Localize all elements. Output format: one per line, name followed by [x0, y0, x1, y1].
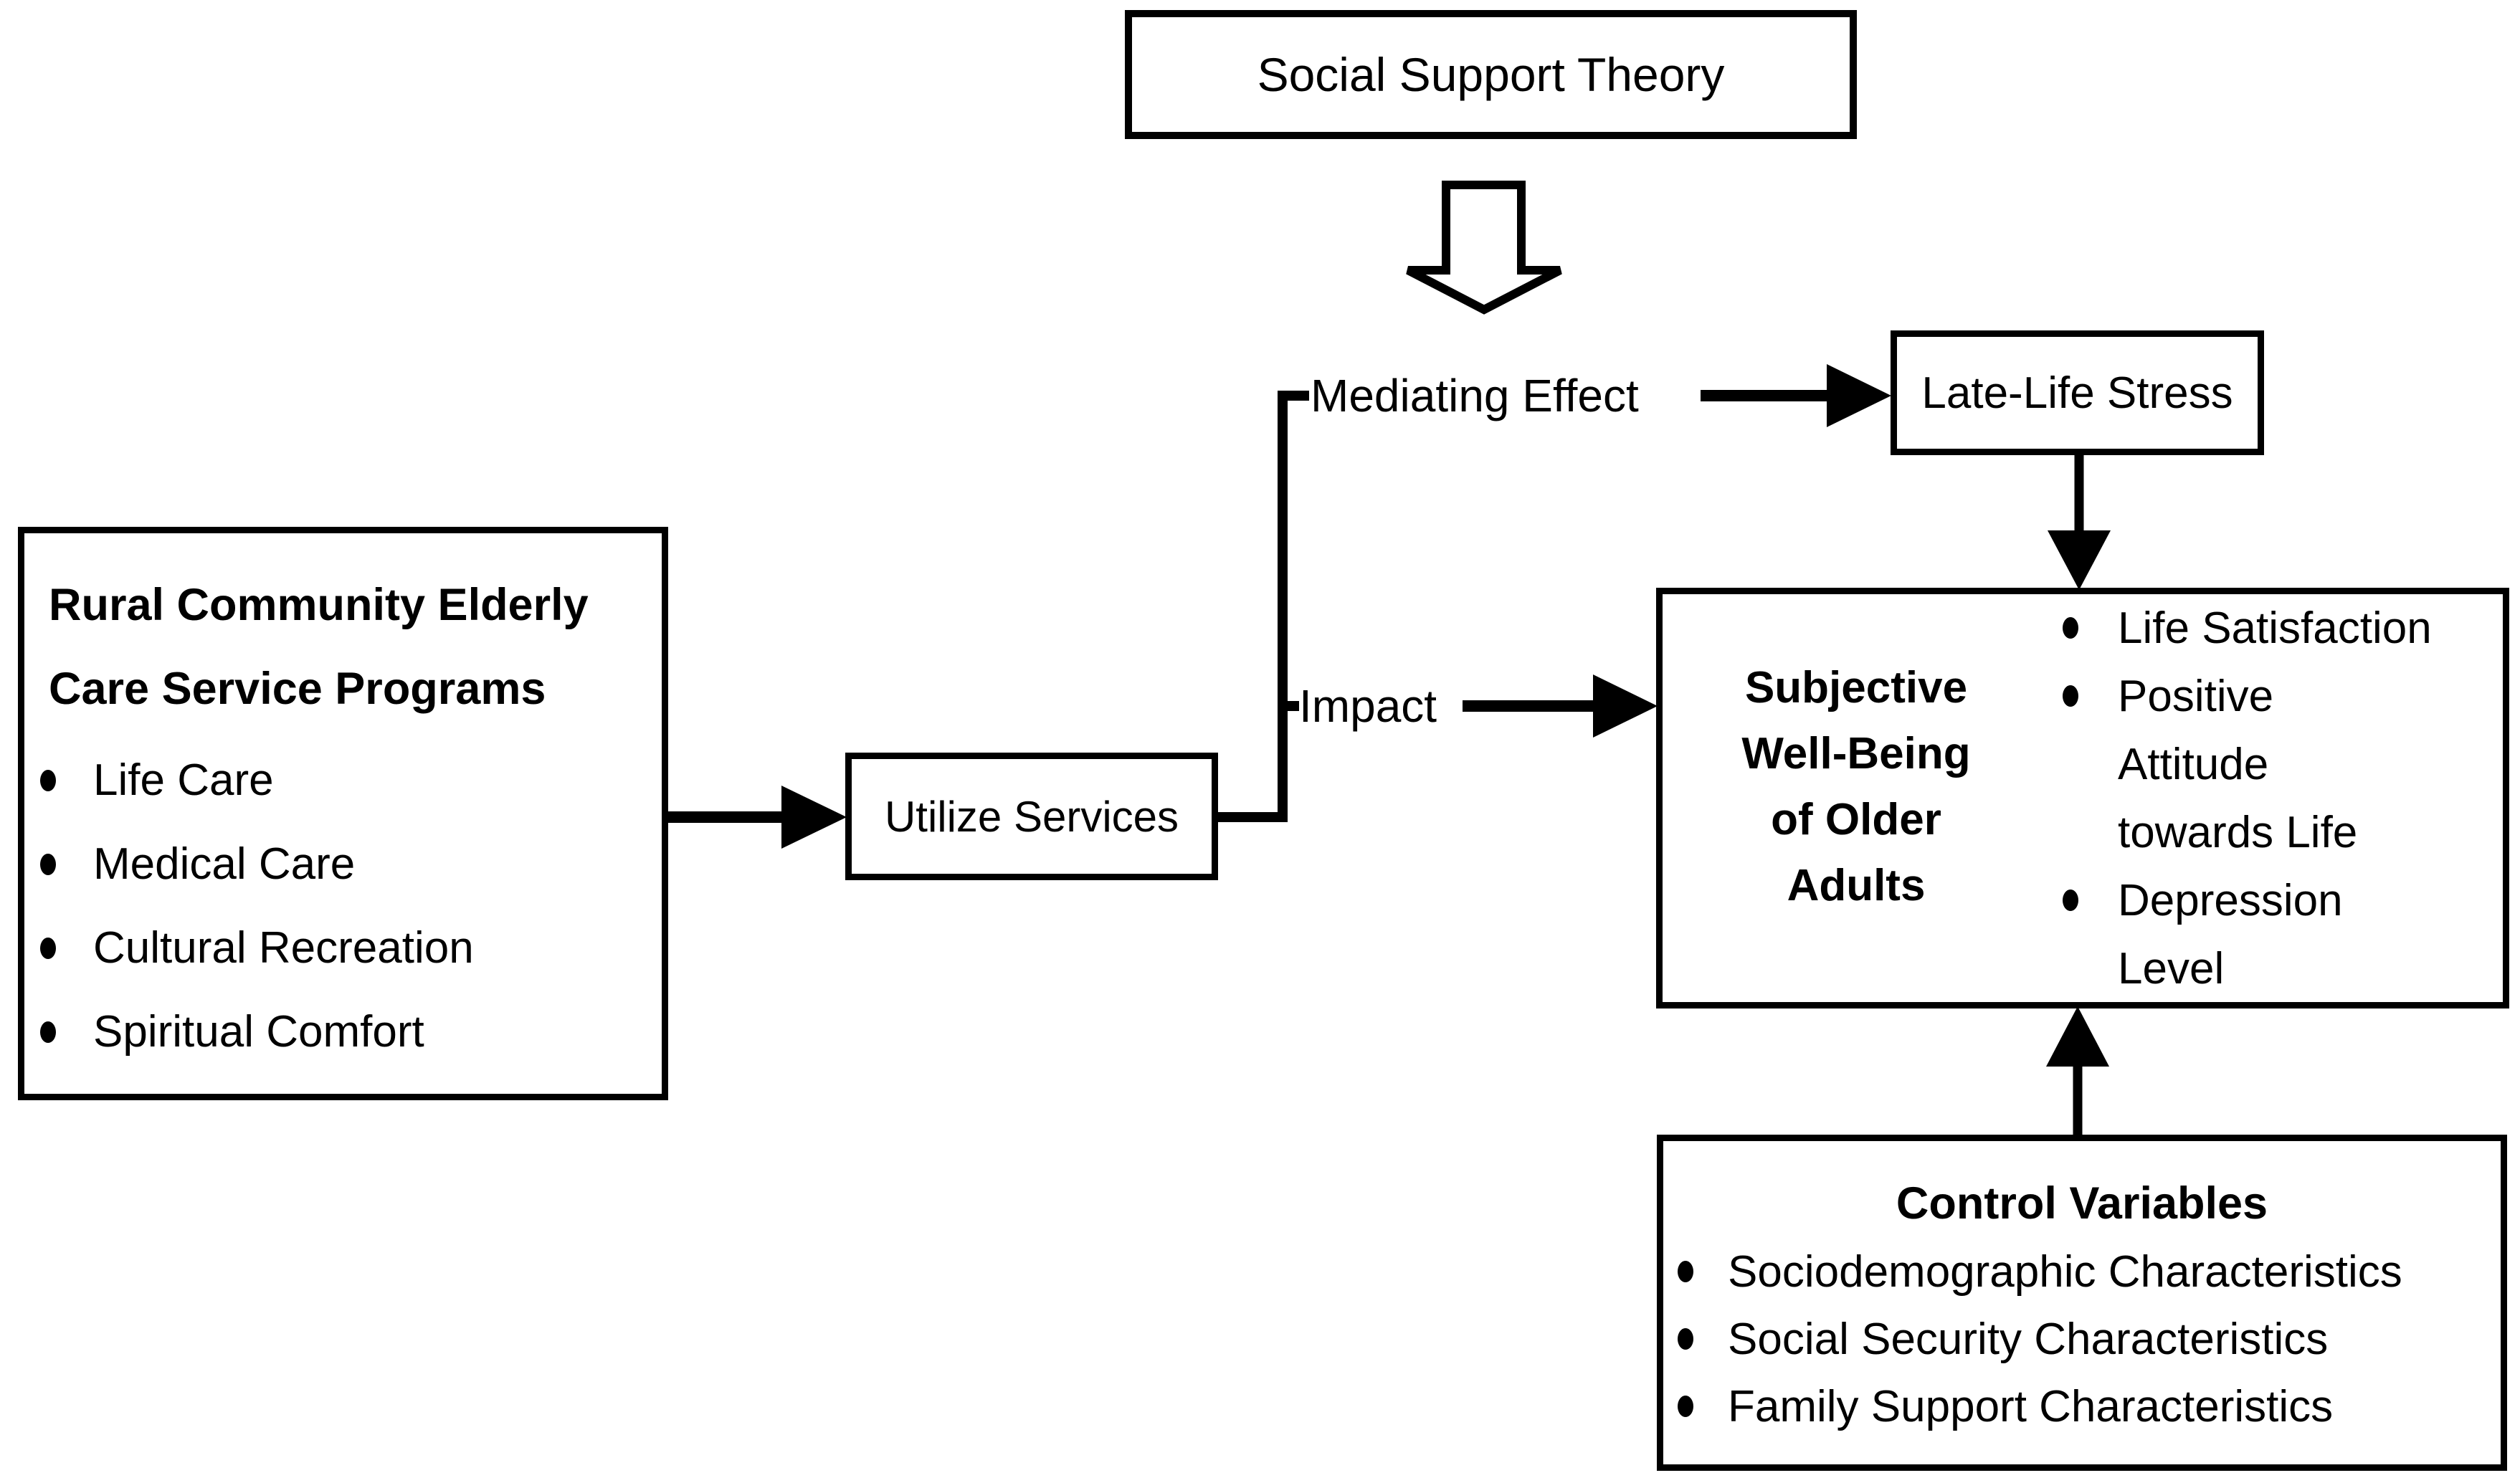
- edge-utilize-to-mediating: [1215, 391, 1309, 822]
- block-down-arrow-icon: [1406, 181, 1562, 315]
- list-item: Depression Level: [2050, 867, 2503, 1003]
- bullet-text: Medical Care: [93, 839, 356, 889]
- list-item: Life Care: [39, 738, 649, 822]
- programs-box: Rural Community Elderly Care Service Pro…: [18, 527, 668, 1100]
- bullet-icon: [40, 769, 56, 791]
- late-life-stress-label: Late-Life Stress: [1921, 368, 2233, 418]
- utilize-box-label: Utilize Services: [884, 792, 1179, 841]
- theory-box: Social Support Theory: [1125, 10, 1857, 139]
- arrowhead-swb-left-icon: [1593, 674, 1658, 738]
- list-item: Family Support Characteristics: [1663, 1373, 2501, 1440]
- list-item: Positive Attitude towards Life: [2050, 662, 2503, 867]
- bullet-icon: [1678, 1261, 1693, 1282]
- list-item: Medical Care: [39, 822, 649, 906]
- bullet-text: Family Support Characteristics: [1728, 1381, 2334, 1431]
- bullet-text: Life Care: [93, 755, 274, 805]
- swb-box-title: Subjective Well-Being of Older Adults: [1741, 663, 1971, 910]
- bullet-text: Positive Attitude towards Life: [2118, 672, 2358, 857]
- list-item: Social Security Characteristics: [1663, 1305, 2501, 1373]
- programs-box-title: Rural Community Elderly Care Service Pro…: [49, 580, 589, 714]
- bullet-icon: [2063, 685, 2078, 707]
- bullet-icon: [40, 853, 56, 875]
- impact-label: Impact: [1299, 674, 1437, 738]
- arrowhead-utilize-icon: [781, 786, 847, 849]
- list-item: Spiritual Comfort: [39, 990, 649, 1074]
- arrowhead-swb-bottom-icon: [2046, 1006, 2109, 1067]
- control-bullet-list: Sociodemographic Characteristics Social …: [1663, 1238, 2501, 1440]
- subjective-well-being-box: Subjective Well-Being of Older Adults Li…: [1656, 588, 2509, 1008]
- list-item: Cultural Recreation: [39, 906, 649, 990]
- list-item: Sociodemographic Characteristics: [1663, 1238, 2501, 1305]
- bullet-icon: [2063, 617, 2078, 639]
- late-life-stress-box: Late-Life Stress: [1891, 330, 2264, 455]
- bullet-text: Depression Level: [2118, 876, 2343, 993]
- utilize-box: Utilize Services: [845, 753, 1218, 880]
- bullet-text: Sociodemographic Characteristics: [1728, 1246, 2402, 1297]
- control-variables-title: Control Variables: [1896, 1178, 2268, 1229]
- swb-bullets-column: Life Satisfaction Positive Attitude towa…: [2050, 594, 2503, 1002]
- theory-box-label: Social Support Theory: [1257, 48, 1725, 101]
- bullet-icon: [40, 1021, 56, 1043]
- arrowhead-swb-top-icon: [2048, 530, 2111, 590]
- control-variables-box: Control Variables Sociodemographic Chara…: [1657, 1135, 2507, 1471]
- bullet-icon: [2063, 890, 2078, 911]
- arrowhead-latelife-icon: [1827, 364, 1891, 427]
- list-item: Life Satisfaction: [2050, 594, 2503, 662]
- bullet-icon: [1678, 1328, 1693, 1350]
- bullet-text: Spiritual Comfort: [93, 1007, 424, 1057]
- swb-bullet-list: Life Satisfaction Positive Attitude towa…: [2050, 594, 2503, 1003]
- bullet-icon: [1678, 1396, 1693, 1417]
- programs-bullet-list: Life Care Medical Care Cultural Recreati…: [39, 738, 649, 1074]
- bullet-text: Life Satisfaction: [2118, 604, 2432, 653]
- bullet-text: Cultural Recreation: [93, 923, 474, 973]
- mediating-effect-label: Mediating Effect: [1311, 363, 1639, 428]
- bullet-text: Social Security Characteristics: [1728, 1314, 2329, 1364]
- bullet-icon: [40, 937, 56, 959]
